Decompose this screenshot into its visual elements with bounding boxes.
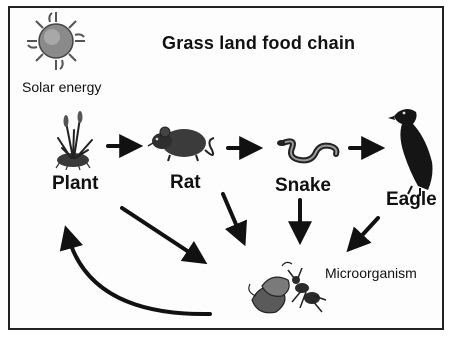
eagle-icon: [388, 109, 433, 196]
sun-icon: [27, 12, 85, 70]
rat-icon: [148, 127, 214, 161]
label-snake: Snake: [275, 176, 331, 195]
arrow-plant-to-microorganism: [122, 208, 198, 258]
diagram-title: Grass land food chain: [162, 34, 355, 52]
arrow-rat-to-microorganism: [223, 194, 241, 236]
label-eagle: Eagle: [386, 190, 437, 209]
microorganism-icon: [249, 262, 326, 312]
arrow-eagle-to-microorganism: [354, 218, 378, 244]
label-plant: Plant: [52, 174, 98, 193]
arrow-microorganism-to-plant: [68, 236, 210, 314]
label-solar-energy: Solar energy: [22, 80, 101, 94]
plant-icon: [56, 111, 92, 170]
label-microorganism: Microorganism: [325, 266, 417, 280]
label-rat: Rat: [170, 173, 201, 192]
snake-icon: [277, 140, 336, 160]
